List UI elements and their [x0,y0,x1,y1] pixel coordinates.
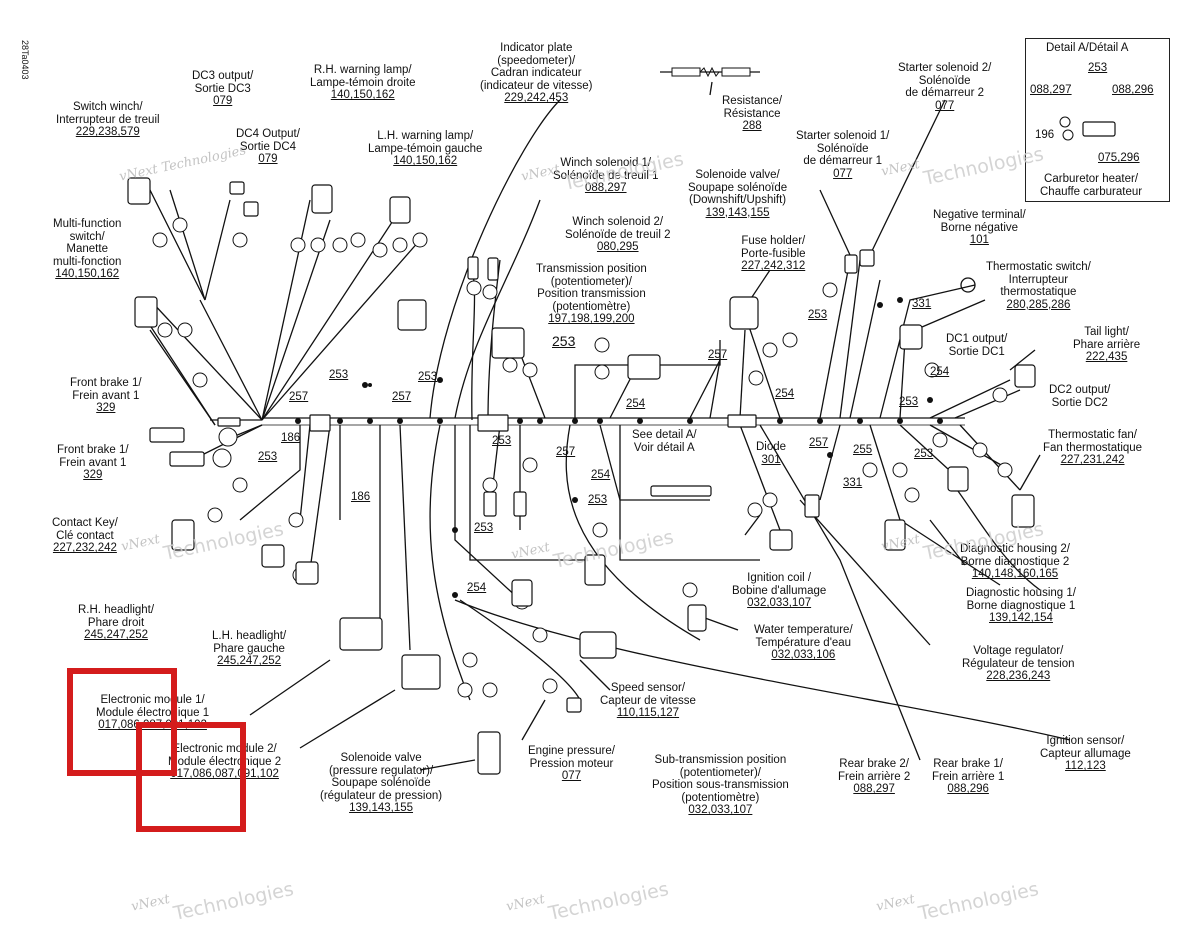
label-indicator-plate: Indicator plate (speedometer)/ Cadran in… [480,42,593,104]
label-dc1-output: DC1 output/ Sortie DC1 [946,333,1008,358]
wire-number: 254 [775,388,795,400]
label-engine-pressure: Engine pressure/ Pression moteur 077 [528,745,615,782]
label-rear-brake-2: Rear brake 2/ Frein arrière 2 088,297 [838,758,911,795]
wire-number: 331 [843,477,863,489]
label-starter-solenoid-1: Starter solenoid 1/ Solénoïde de démarre… [796,130,890,180]
wire-number: 257 [392,391,412,403]
label-transmission-position: Transmission position (potentiometer)/ P… [536,263,647,325]
label-lh-headlight: L.H. headlight/ Phare gauche 245,247,252 [212,630,287,667]
label-see-detail-a: See detail A/ Voir détail A [632,429,697,454]
label-solenoid-valve-downshift: Solenoide valve/ Soupape solénoïde (Down… [688,169,788,219]
label-rh-headlight: R.H. headlight/ Phare droit 245,247,252 [78,604,155,641]
wire-number: 257 [289,391,309,403]
wire-number: 186 [281,432,301,444]
label-sub-transmission-position: Sub-transmission position (potentiometer… [652,754,789,816]
label-voltage-regulator: Voltage regulator/ Régulateur de tension… [962,645,1075,682]
wire-number: 255 [853,444,873,456]
wire-number: 253 [914,448,934,460]
wire-number: 331 [912,298,932,310]
label-electronic-module-2: Electronic module 2/ Module électronique… [168,743,282,780]
wire-number: 257 [556,446,576,458]
label-switch-winch: Switch winch/ Interrupteur de treuil 229… [56,101,160,138]
detail-a-ref-196: 196 [1035,129,1055,141]
label-starter-solenoid-2: Starter solenoid 2/ Solénoïde de démarre… [898,62,992,112]
label-carburetor-heater: Carburetor heater/ Chauffe carburateur [1040,173,1143,198]
highlight-box-electronic-module-2 [136,722,246,832]
wire-number: 254 [591,469,611,481]
label-tail-light: Tail light/ Phare arrière 222,435 [1073,326,1141,363]
label-diode: Diode 301 [756,441,787,466]
label-solenoid-valve-pressure: Solenoide valve (pressure regulator)/ So… [320,752,443,814]
label-fuse-holder: Fuse holder/ Porte-fusible 227,242,312 [741,235,806,272]
wire-number: 253 [474,522,494,534]
wire-number: 254 [467,582,487,594]
detail-a-ref-253: 253 [1088,62,1108,74]
label-front-brake-1b: Front brake 1/ Frein avant 1 329 [57,444,129,481]
wire-number: 253 [808,309,828,321]
wire-number: 257 [809,437,829,449]
label-lh-warning-lamp: L.H. warning lamp/ Lampe-témoin gauche 1… [368,130,483,167]
label-winch-solenoid-1: Winch solenoid 1/ Solénoïde de treuil 1 … [553,157,659,194]
wire-number: 254 [930,366,950,378]
label-ignition-coil: Ignition coil / Bobine d'allumage 032,03… [732,572,827,609]
label-negative-terminal: Negative terminal/ Borne négative 101 [933,209,1026,246]
wire-number: 257 [708,349,728,361]
detail-a-ref-075296: 075,296 [1098,152,1140,164]
wire-number: 253 [552,333,576,349]
label-resistance: Resistance/ Résistance 288 [722,95,783,132]
wire-number: 253 [418,371,438,383]
label-speed-sensor: Speed sensor/ Capteur de vitesse 110,115… [600,682,696,719]
wire-number: 253 [899,396,919,408]
figure-code: 28Ta0403 [20,40,30,80]
wire-number: 253 [492,435,512,447]
label-winch-solenoid-2: Winch solenoid 2/ Solénoïde de treuil 2 … [565,216,671,253]
label-multifunction-switch: Multi-function switch/ Manette multi-fon… [53,218,122,280]
label-dc3-output: DC3 output/ Sortie DC3 079 [192,70,254,107]
wire-number: 186 [351,491,371,503]
detail-a-ref-088296: 088,296 [1112,84,1154,96]
label-diagnostic-housing-2: Diagnostic housing 2/ Borne diagnostique… [960,543,1070,580]
label-thermostatic-switch: Thermostatic switch/ Interrupteur thermo… [986,261,1091,311]
wire-number: 253 [588,494,608,506]
label-water-temperature: Water temperature/ Température d'eau 032… [754,624,853,661]
wire-number: 253 [329,369,349,381]
label-contact-key: Contact Key/ Clé contact 227,232,242 [52,517,118,554]
label-rear-brake-1: Rear brake 1/ Frein arrière 1 088,296 [932,758,1005,795]
detail-a-ref-088297: 088,297 [1030,84,1072,96]
label-front-brake-1a: Front brake 1/ Frein avant 1 329 [70,377,142,414]
label-ignition-sensor: Ignition sensor/ Capteur allumage 112,12… [1040,735,1131,772]
label-dc2-output: DC2 output/ Sortie DC2 [1049,384,1111,409]
label-thermostatic-fan: Thermostatic fan/ Fan thermostatique 227… [1043,429,1143,466]
detail-a-box [1025,38,1170,202]
detail-a-title: Detail A/Détail A [1046,42,1129,54]
wire-number: 253 [258,451,278,463]
wire-number: 254 [626,398,646,410]
label-diagnostic-housing-1: Diagnostic housing 1/ Borne diagnostique… [966,587,1076,624]
label-rh-warning-lamp: R.H. warning lamp/ Lampe-témoin droite 1… [310,64,416,101]
label-dc4-output: DC4 Output/ Sortie DC4 079 [236,128,300,165]
